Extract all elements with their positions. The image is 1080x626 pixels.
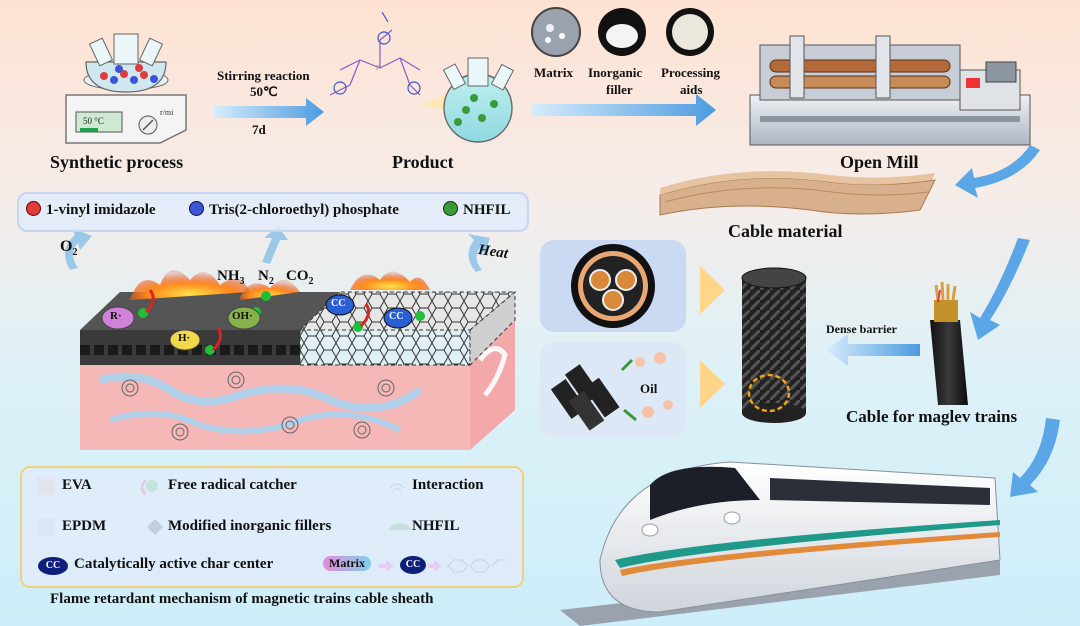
h-radical-shape (169, 329, 201, 351)
cc-chain-badge: CC (400, 556, 426, 574)
matrix-badge: Matrix (323, 556, 371, 571)
inorganic-label: Inorganic (588, 65, 643, 80)
to-mill-arrow (532, 94, 716, 126)
co2-label: CO2 (286, 268, 314, 287)
svg-text:P: P (376, 64, 380, 72)
legend-epdm: EPDM (62, 518, 107, 534)
bottom-legend (20, 466, 524, 588)
heat-cycle-arrow (468, 234, 490, 272)
cc-label-2: CC (389, 311, 404, 322)
nh3-label: NH3 (217, 268, 245, 287)
filler-label: filler (606, 82, 633, 97)
legend-nhfil-text: NHFIL (463, 202, 511, 218)
green-dot-icon (443, 201, 458, 216)
maglev-train (560, 461, 1001, 626)
stirring-arrow (214, 98, 324, 126)
oh-radical-label: OH· (232, 310, 253, 322)
hotplate-unit: r/mi (160, 108, 174, 117)
cc-label-1: CC (331, 298, 346, 309)
cable-material-label: Cable material (728, 221, 843, 241)
oh-radical-shape (227, 306, 261, 330)
legend-tris-text: Tris(2-chloroethyl) phosphate (209, 202, 399, 218)
oil-label: Oil (640, 381, 658, 396)
r-radical-shape (101, 306, 135, 330)
blue-dot-icon (189, 201, 204, 216)
cc-badge-icon: CC (38, 557, 68, 575)
yellow-arrow-2 (700, 360, 725, 408)
curve-arrow-2 (970, 238, 1030, 340)
cc-center-1 (325, 294, 355, 316)
cc-center-2 (383, 307, 413, 329)
curve-arrow-3 (1010, 418, 1060, 497)
figure-caption: Flame retardant mechanism of magnetic tr… (50, 591, 434, 607)
legend-modified-fillers: Modified inorganic fillers (168, 518, 332, 534)
processing-label: Processing (661, 65, 720, 80)
o2-cycle-arrow (65, 228, 92, 270)
stirring-label: Stirring reaction (217, 68, 310, 83)
duration-label: 7d (252, 122, 266, 137)
cable-cross-section-panel (540, 240, 686, 332)
legend-vinyl-text: 1-vinyl imidazole (46, 202, 156, 218)
legend-eva: EVA (62, 477, 92, 493)
open-mill-label: Open Mill (840, 152, 919, 172)
legend-interaction: Interaction (412, 477, 484, 493)
yellow-arrow-1 (700, 266, 725, 314)
ingredient-circles (531, 7, 714, 57)
legend-char-center: CC Catalytically active char center (38, 556, 273, 575)
oil-barrier-panel (540, 342, 686, 437)
hotplate-illustration (65, 33, 187, 144)
temperature-label: 50℃ (250, 84, 278, 99)
legend-nhfil: NHFIL (443, 201, 511, 219)
product-flask (420, 57, 515, 143)
product-label: Product (392, 152, 454, 172)
legend-matrix-chain: Matrix (323, 556, 371, 571)
synthetic-process-label: Synthetic process (50, 152, 184, 172)
open-mill-machine (749, 35, 1031, 146)
r-radical-label: R· (110, 310, 122, 322)
molecule-structure: P (329, 11, 421, 96)
legend-nhfil-bottom: NHFIL (412, 518, 460, 534)
cable-material-sheets (659, 171, 936, 216)
gas-arrow (262, 226, 288, 264)
dense-barrier-arrow (826, 334, 920, 366)
legend-tris-phosphate: Tris(2-chloroethyl) phosphate (189, 201, 399, 219)
legend-char-text: Catalytically active char center (74, 556, 274, 572)
mechanism-block (80, 270, 517, 450)
hotplate-temp: 50 °C (83, 116, 104, 126)
n2-label: N2 (258, 268, 274, 287)
matrix-label: Matrix (534, 65, 573, 80)
curve-arrow-1 (955, 145, 1040, 198)
red-dot-icon (26, 201, 41, 216)
legend-cc-chain: CC (400, 556, 426, 574)
carbon-cable-cylinder (741, 267, 807, 423)
o2-label: O2 (60, 238, 78, 259)
dense-barrier-label: Dense barrier (826, 322, 897, 336)
aids-label: aids (680, 82, 703, 97)
legend-vinyl-imidazole: 1-vinyl imidazole (26, 201, 156, 219)
maglev-cable (930, 281, 968, 405)
legend-catcher: Free radical catcher (168, 477, 297, 493)
h-radical-label: H· (178, 332, 191, 344)
maglev-cable-label: Cable for maglev trains (846, 407, 1018, 426)
